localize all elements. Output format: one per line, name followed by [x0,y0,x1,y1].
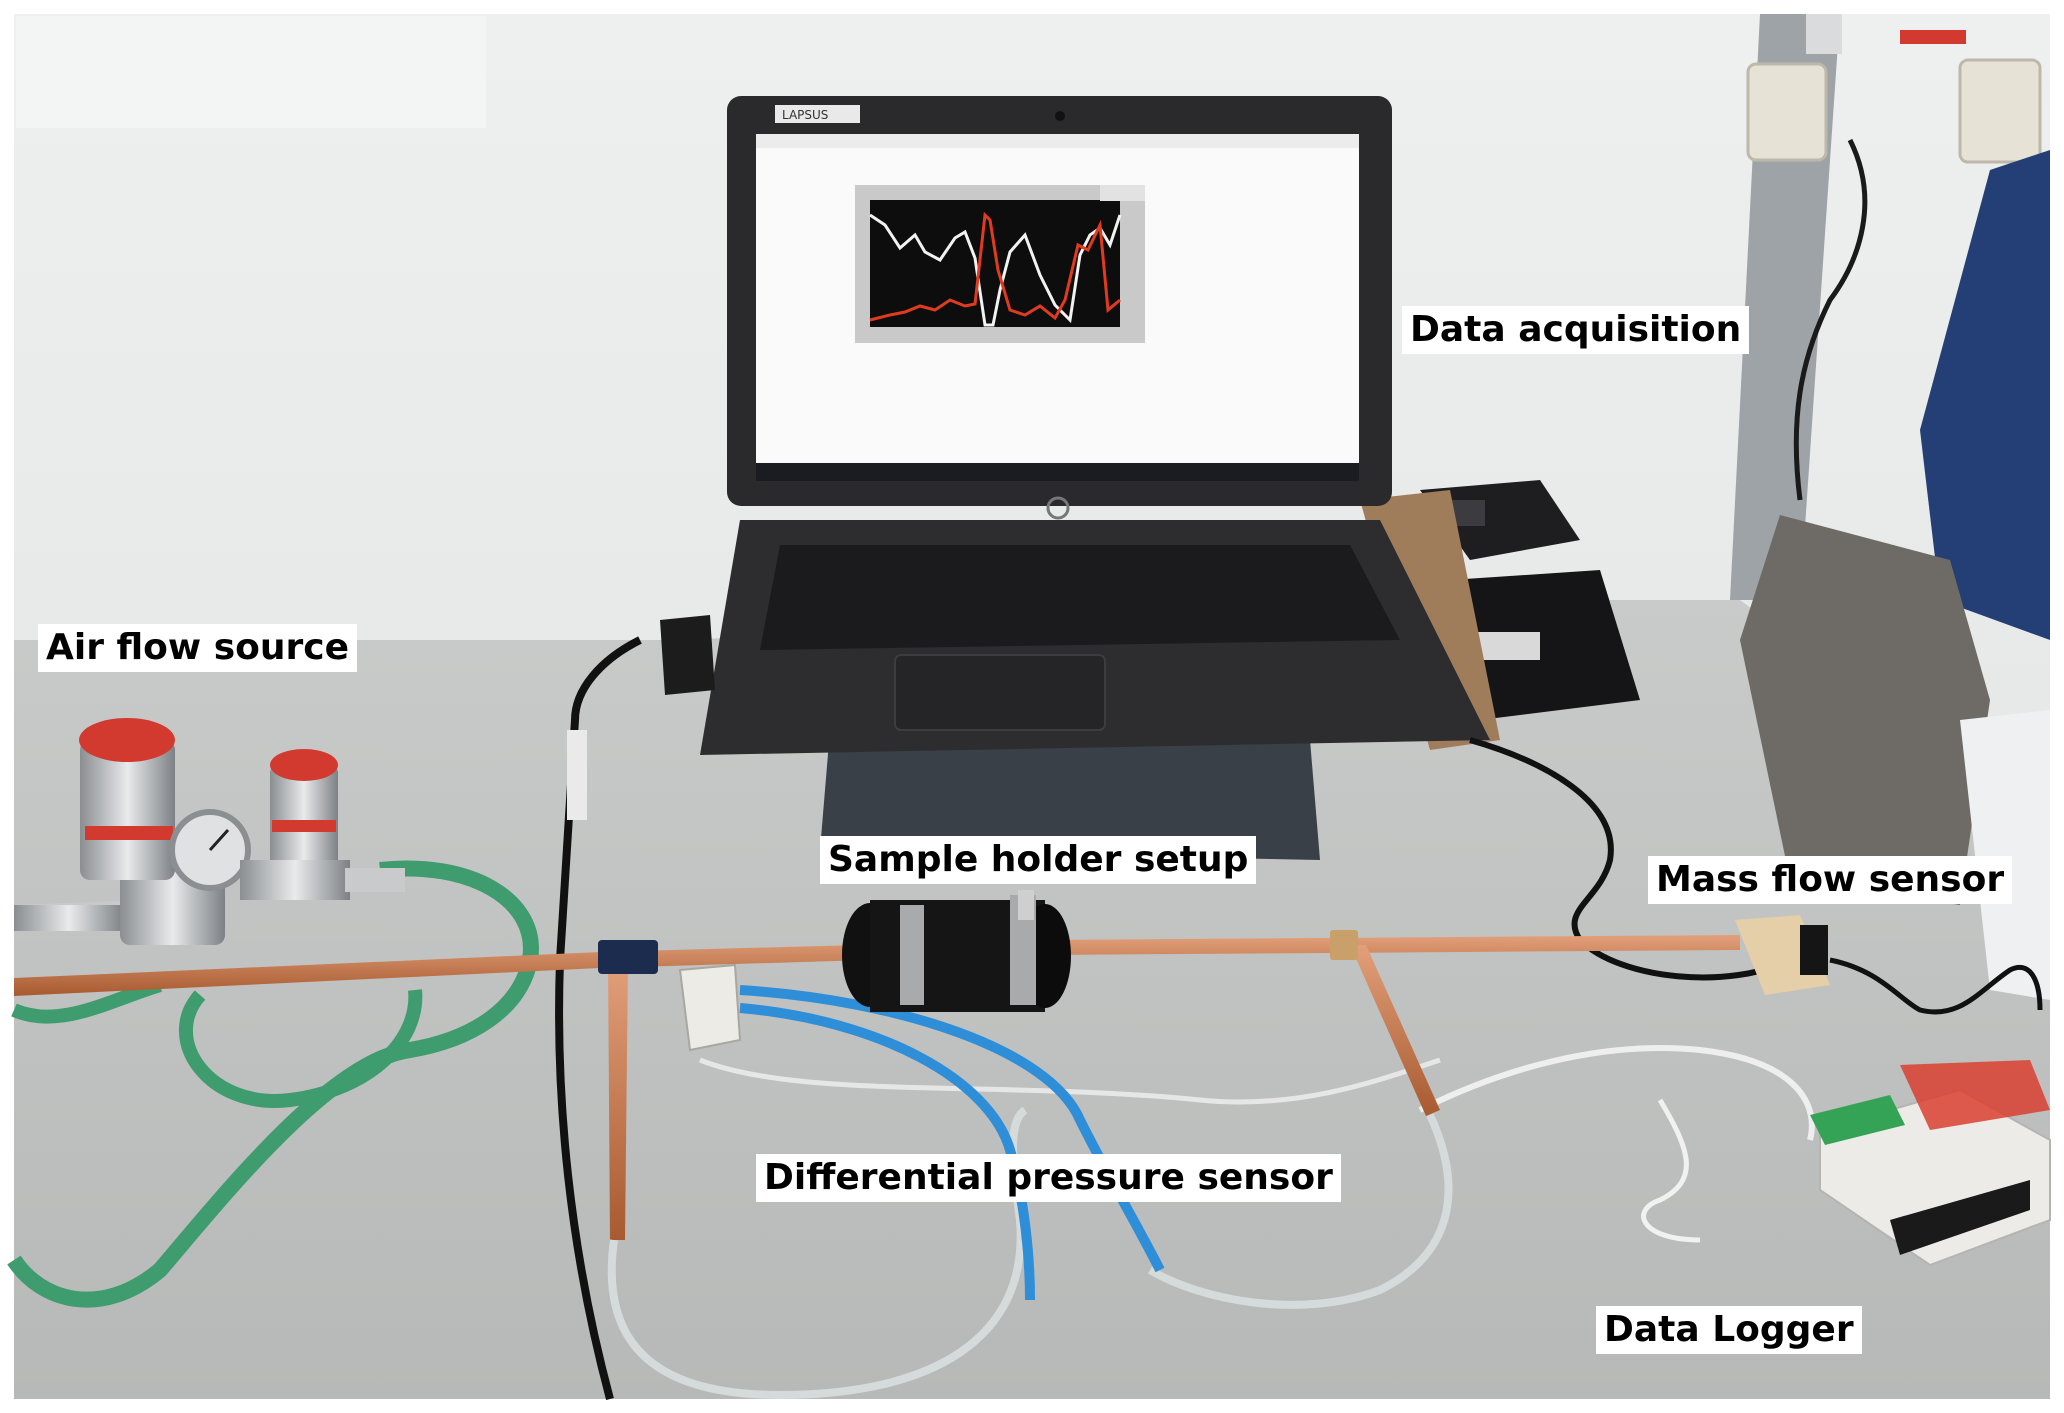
usb-cable [555,636,642,1401]
differential-pressure-sensor [678,963,742,1052]
blue-jacket [1920,150,2050,640]
screen-chart-series-red [869,211,1121,322]
label-differential-pressure-sensor: Differential pressure sensor [756,1154,1341,1202]
pressure-regulator [14,718,405,945]
wall-socket [1958,58,2042,164]
gray-bin [1740,515,1990,905]
laptop-keyboard [760,545,1400,650]
copper-pipe [14,935,1740,996]
label-air-flow-source: Air flow source [38,624,357,672]
laptop-brand-sticker: LAPSUS [782,108,828,122]
red-tag [1900,30,1966,44]
device-box [1450,570,1640,720]
usb-hub [660,615,715,695]
label-mass-flow-sensor: Mass flow sensor [1648,856,2013,904]
screen-chart-series-white [869,213,1122,327]
laptop-touchpad [894,654,1106,731]
label-data-logger: Data Logger [1596,1306,1862,1354]
label-sample-holder-setup: Sample holder setup [820,836,1257,884]
screen-chart [855,185,1145,343]
green-hose [7,860,539,1308]
blue-tube [739,985,1165,1273]
wall-socket [1746,62,1828,162]
label-data-acquisition: Data acquisition [1402,306,1750,354]
laptop-stand [820,730,1320,860]
wall-paper [16,16,486,128]
hp-logo [1046,496,1070,520]
taskbar [756,463,1359,481]
